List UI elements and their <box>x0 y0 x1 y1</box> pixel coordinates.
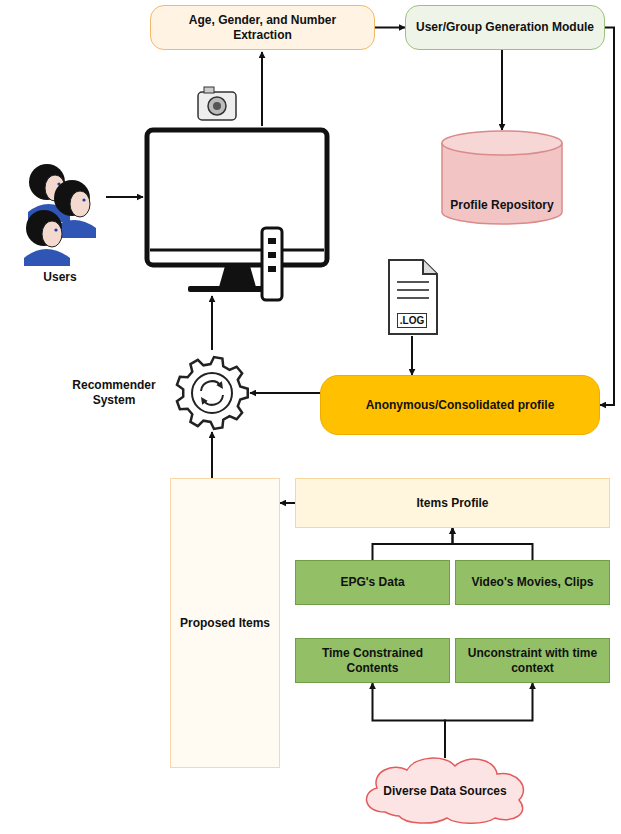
remote-button <box>268 252 276 258</box>
remote-control <box>262 228 282 300</box>
cloud-outline <box>367 758 524 823</box>
tv-monitor <box>147 130 327 292</box>
user-eye <box>54 228 57 231</box>
cycle-arrow <box>203 395 223 405</box>
gear-icon <box>174 355 250 431</box>
flow-arrow <box>453 528 533 560</box>
flow-arrow <box>373 528 453 560</box>
process-box: Age, Gender, and Number Extraction <box>150 5 375 50</box>
node-text: Recommender System <box>62 378 166 408</box>
file-line <box>397 281 429 283</box>
capture-arrow <box>261 52 263 126</box>
process-box: User/Group Generation Module <box>405 5 605 50</box>
node-text: Proposed Items <box>180 616 270 631</box>
camera-lens <box>208 97 226 115</box>
node-text: .LOG <box>397 313 427 328</box>
file-page <box>389 260 437 334</box>
cylinder-top <box>442 131 562 155</box>
monitor-stand <box>219 266 256 287</box>
user-hair <box>26 210 62 246</box>
flow-arrow <box>280 502 295 504</box>
node-text: Video's Movies, Clips <box>471 575 593 590</box>
node-text: Diverse Data Sources <box>383 784 506 799</box>
cycle-arrow <box>201 381 221 391</box>
remote-button <box>268 266 276 272</box>
node-text: Anonymous/Consolidated profile <box>366 398 555 413</box>
flow-arrow <box>375 27 405 29</box>
camera-body <box>198 92 236 120</box>
source-box: Unconstraint with time context <box>455 638 610 683</box>
monitor-bezel <box>147 130 327 265</box>
input-arrow <box>106 196 143 198</box>
node-text: Age, Gender, and Number Extraction <box>159 13 366 43</box>
monitor-chin <box>150 249 324 252</box>
flow-arrow <box>411 336 413 375</box>
file-line <box>397 297 429 299</box>
remote-body <box>262 228 282 300</box>
flow-arrow <box>373 683 446 758</box>
file-corner <box>423 260 437 274</box>
node-text: Unconstraint with time context <box>464 646 601 676</box>
node-text: EPG's Data <box>340 575 404 590</box>
node-text: Items Profile <box>416 496 488 511</box>
flow-arrow <box>600 28 614 406</box>
user-eye <box>82 198 85 201</box>
user-face <box>70 191 90 217</box>
camera-flash <box>204 87 214 93</box>
camera-lens-core <box>213 102 221 110</box>
remote-button <box>268 238 276 244</box>
gear-outline <box>177 357 248 429</box>
recommender-gear: Recommender System <box>60 350 250 436</box>
gear-hub <box>192 373 232 413</box>
user-face <box>42 221 62 247</box>
flow-arrow <box>211 432 213 478</box>
user-hair <box>54 180 90 216</box>
user-head <box>24 210 70 266</box>
cloud-shape: Diverse Data Sources <box>355 750 535 825</box>
file-line <box>397 289 429 291</box>
node-text: User/Group Generation Module <box>416 20 594 35</box>
output-arrow <box>211 296 213 350</box>
figure-label: Users <box>5 270 115 285</box>
node-text: Profile Repository <box>450 198 553 213</box>
flow-arrow <box>445 683 533 758</box>
profile-box: Anonymous/Consolidated profile <box>320 375 600 435</box>
node-text: Time Constrained Contents <box>304 646 441 676</box>
database-cylinder: Profile Repository <box>440 130 564 225</box>
flow-arrow <box>250 392 320 394</box>
source-box: Video's Movies, Clips <box>455 560 610 605</box>
source-box: EPG's Data <box>295 560 450 605</box>
proposed-items-box: Proposed Items <box>170 478 280 768</box>
items-profile-box: Items Profile <box>295 478 610 528</box>
user-shoulders <box>24 249 70 266</box>
log-file-icon: .LOG <box>383 258 441 336</box>
source-box: Time Constrained Contents <box>295 638 450 683</box>
camera-icon <box>198 87 236 120</box>
users-figure <box>24 164 96 266</box>
flow-arrow <box>501 50 503 130</box>
